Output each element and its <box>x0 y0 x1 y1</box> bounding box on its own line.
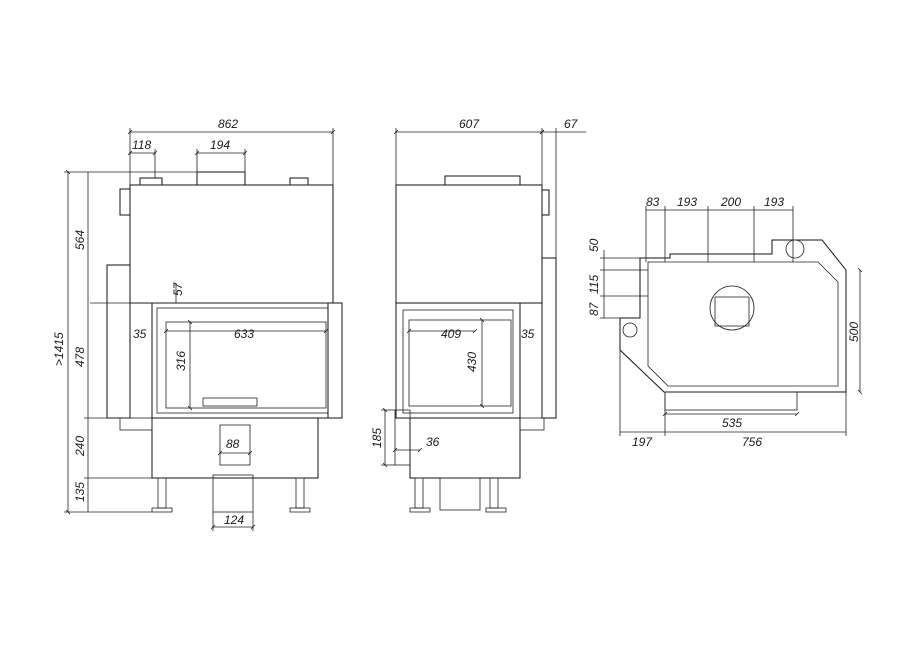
plan-view: 83 193 200 193 50 115 87 500 535 197 756 <box>587 195 863 449</box>
side-door-inner <box>402 309 514 414</box>
dim-glass-height: 316 <box>174 351 188 371</box>
dim-window-height: 478 <box>73 347 87 367</box>
dim-plan-offset-87: 87 <box>587 301 601 316</box>
plan-flue-circle <box>709 285 755 331</box>
side-door-frame <box>395 302 521 419</box>
air-duct <box>212 474 254 513</box>
side-leg-front <box>414 477 424 509</box>
dim-plan-left-margin: 83 <box>646 195 660 209</box>
front-left-panel <box>106 264 131 419</box>
dim-total-width: 862 <box>218 117 238 131</box>
air-inlet-slot <box>219 424 251 466</box>
side-view: 607 67 409 430 35 185 36 <box>370 117 586 513</box>
front-foot-right <box>289 507 311 513</box>
front-base-left-ledge <box>119 417 153 431</box>
dim-plan-left-extra: 197 <box>632 435 653 449</box>
front-top-clip-right <box>289 177 309 186</box>
front-right-jamb <box>327 302 343 419</box>
dim-outlet-width: 194 <box>210 138 230 152</box>
front-door-handle <box>202 397 258 407</box>
dim-duct-width: 124 <box>224 513 244 527</box>
dim-plan-offset-50: 50 <box>587 238 601 252</box>
front-left-flange <box>119 188 131 216</box>
side-leg-rear <box>489 477 499 509</box>
dim-leg-height: 135 <box>73 482 87 502</box>
plan-base-lip <box>664 391 798 411</box>
dim-glass-top: 57 <box>171 281 185 296</box>
side-top-outlet <box>444 175 521 186</box>
plan-rear-socket <box>785 239 805 259</box>
side-glass <box>408 319 512 407</box>
side-foot-rear <box>485 507 507 513</box>
dim-plan-segment-1: 193 <box>677 195 697 209</box>
front-base <box>151 417 319 479</box>
plan-outer-outline <box>619 239 847 393</box>
dim-side-glass-width: 409 <box>441 327 461 341</box>
dim-plan-overall-width: 756 <box>742 435 762 449</box>
dim-side-glass-height: 430 <box>465 352 479 372</box>
side-base <box>409 417 521 479</box>
side-upper-casing <box>395 184 543 304</box>
dim-left-offset: 118 <box>132 138 151 152</box>
dim-ash-height: 185 <box>370 428 384 448</box>
dim-glass-width: 633 <box>234 327 254 341</box>
front-leg-left <box>157 477 167 509</box>
dim-total-height: >1415 <box>52 332 66 366</box>
dim-ash-offset: 36 <box>426 435 440 449</box>
dim-top-height: 564 <box>73 230 87 250</box>
dim-air-inlet: 88 <box>226 437 240 451</box>
flue-outlet <box>196 171 246 186</box>
side-duct <box>439 477 481 511</box>
front-upper-casing <box>129 184 334 304</box>
side-rear-panel <box>541 257 557 419</box>
dim-plan-offset-115: 115 <box>587 275 601 294</box>
dim-depth: 607 <box>459 117 480 131</box>
dim-side-glass-margin: 35 <box>521 327 535 341</box>
plan-flue-box <box>714 296 750 327</box>
dim-plan-inner-width: 535 <box>722 416 742 430</box>
front-foot-left <box>151 507 173 513</box>
front-view: 862 118 194 564 57 >1415 478 35 633 316 … <box>52 117 343 531</box>
side-rear-flange <box>541 189 550 216</box>
side-foot-front <box>409 507 431 513</box>
plan-inner-outline <box>647 261 839 387</box>
plan-front-socket <box>622 322 638 338</box>
dim-plan-segment-2: 193 <box>764 195 784 209</box>
side-ash-door <box>394 409 411 466</box>
dim-base-height: 240 <box>73 436 87 457</box>
dim-plan-segment-center: 200 <box>720 195 741 209</box>
dim-rear-extra: 67 <box>564 117 579 131</box>
front-top-clip-left <box>139 177 163 186</box>
front-leg-right <box>295 477 305 509</box>
dim-glass-side: 35 <box>133 327 147 341</box>
side-rear-ledge <box>519 417 545 431</box>
dim-plan-right-depth: 500 <box>847 322 861 342</box>
front-glass <box>165 321 327 409</box>
